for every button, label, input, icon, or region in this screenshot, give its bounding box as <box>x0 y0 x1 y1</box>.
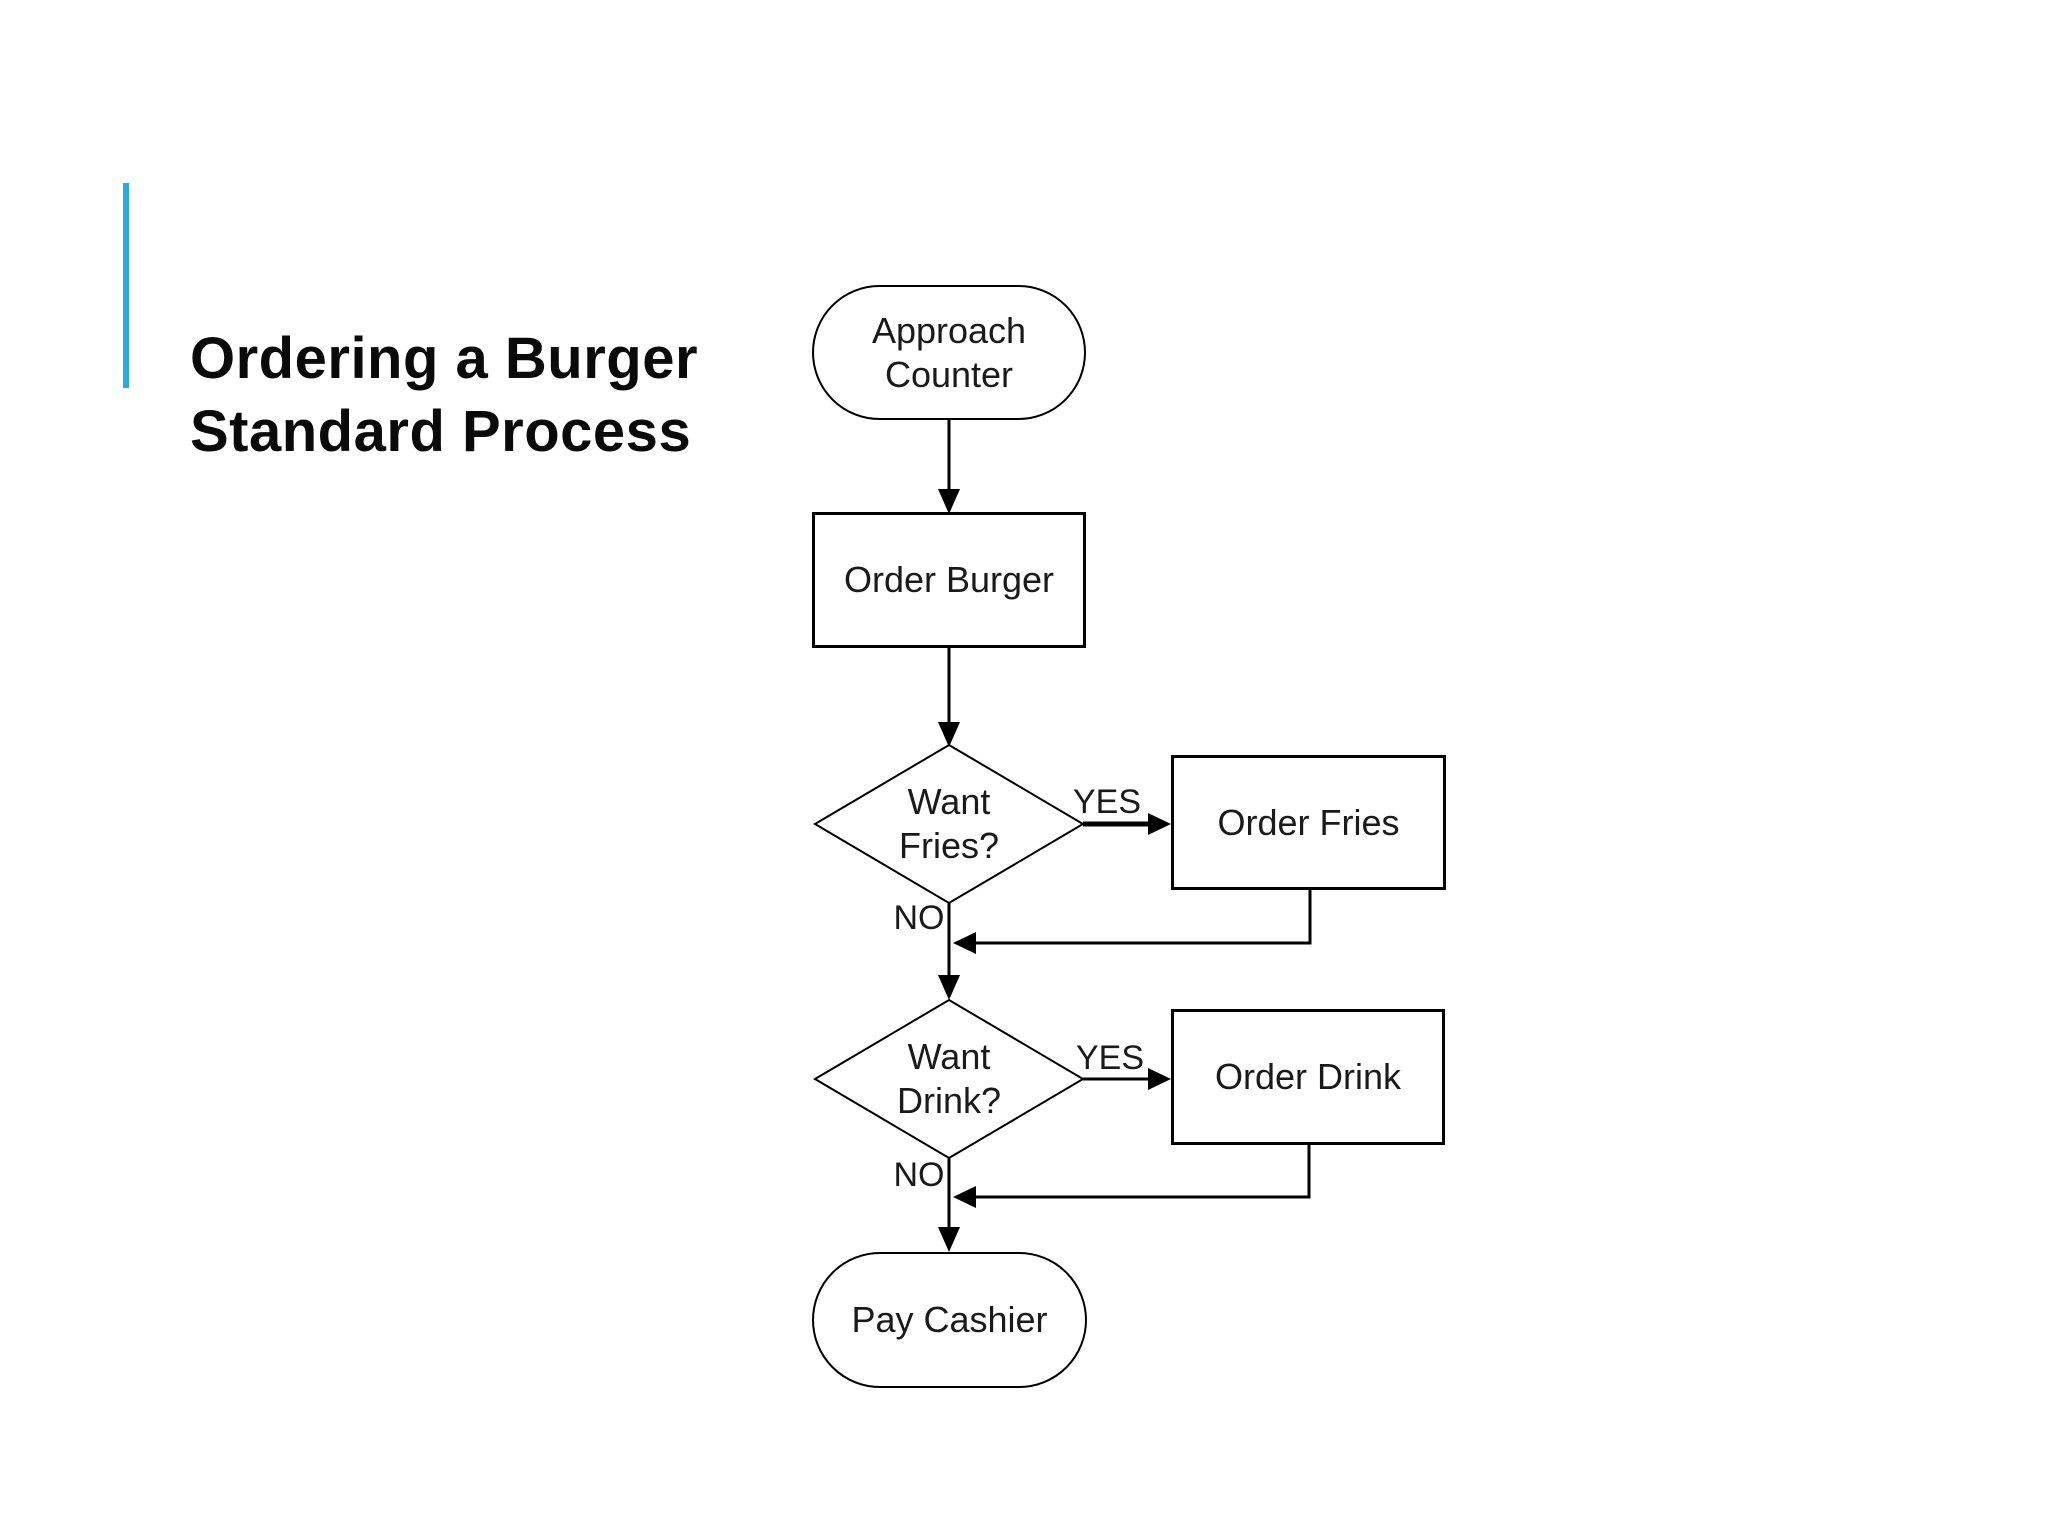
edge-order-drink-return <box>965 1145 1311 1199</box>
edge-order-fries-return <box>965 890 1312 945</box>
title-accent-bar <box>123 183 129 388</box>
arrowhead-into-order-fries <box>1148 813 1171 835</box>
slide-title: Ordering a Burger Standard Process <box>190 322 698 468</box>
terminal-pay-cashier: Pay Cashier <box>812 1252 1087 1388</box>
title-line-1: Ordering a Burger <box>190 326 699 391</box>
terminal-pay-cashier-label: Pay Cashier <box>851 1299 1048 1340</box>
decision-want-drink-line2: Drink? <box>896 1080 1002 1121</box>
terminal-approach-counter: Approach Counter <box>812 285 1086 420</box>
title-line-2: Standard Process <box>190 399 692 464</box>
label-yes-drink: YES <box>1075 1039 1145 1077</box>
process-order-fries: Order Fries <box>1171 755 1446 890</box>
process-order-burger: Order Burger <box>812 512 1086 648</box>
decision-want-fries: Want Fries? <box>815 766 1083 882</box>
terminal-approach-counter-line2: Counter <box>884 353 1014 395</box>
arrowhead-drink-return-merge <box>953 1186 976 1208</box>
decision-want-fries-line1: Want <box>907 781 991 822</box>
label-no-drink: NO <box>893 1156 945 1194</box>
decision-want-fries-line2: Fries? <box>898 825 1000 866</box>
arrowhead-into-want-drink <box>938 975 960 1000</box>
arrowhead-fries-return-merge <box>953 932 976 954</box>
label-yes-fries: YES <box>1072 783 1142 821</box>
decision-want-drink-line1: Want <box>907 1036 991 1077</box>
process-order-burger-label: Order Burger <box>843 559 1055 600</box>
process-order-drink-label: Order Drink <box>1214 1056 1402 1097</box>
arrowhead-into-order-drink <box>1148 1068 1171 1090</box>
terminal-approach-counter-line1: Approach <box>871 309 1027 351</box>
process-order-fries-label: Order Fries <box>1217 801 1400 843</box>
label-no-fries: NO <box>893 899 945 937</box>
arrowhead-into-want-fries <box>938 722 960 747</box>
process-order-drink: Order Drink <box>1171 1009 1445 1145</box>
arrowhead-into-pay-cashier <box>938 1227 960 1252</box>
arrowhead-into-order-burger <box>938 489 960 514</box>
decision-want-drink: Want Drink? <box>815 1021 1083 1137</box>
